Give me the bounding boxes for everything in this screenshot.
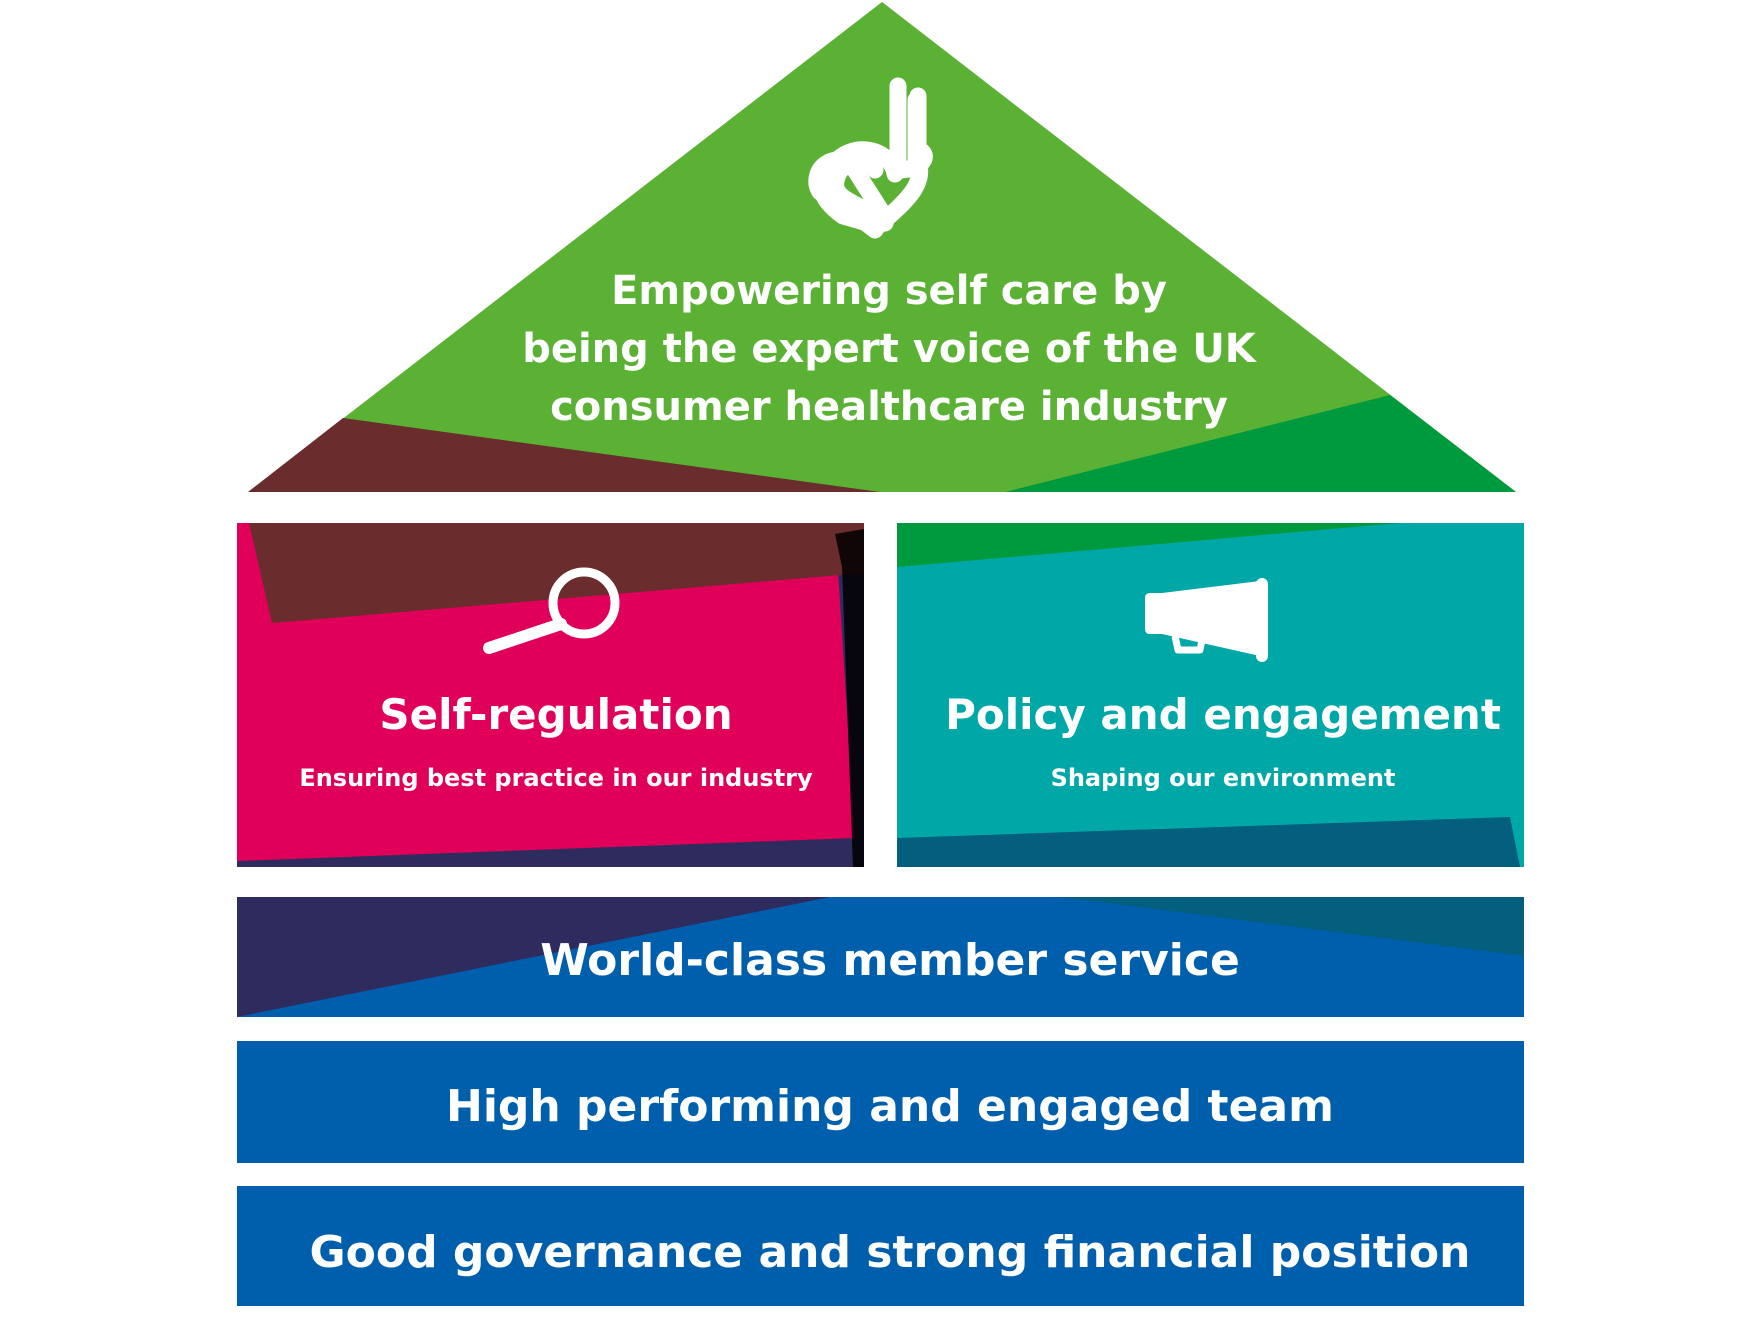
pillar-policy-engagement (897, 523, 1524, 867)
foundation-team: High performing and engaged team (446, 1081, 1334, 1132)
pillar-subtitle-self-regulation: Ensuring best practice in our industry (299, 764, 813, 792)
pillar-right-green-facet (897, 523, 1400, 567)
roof-line-1: Empowering self care by (611, 268, 1167, 314)
magnifying-glass-icon (483, 567, 620, 654)
foundation-governance: Good governance and strong financial pos… (309, 1227, 1471, 1278)
roof-line-3: consumer healthcare industry (550, 384, 1228, 430)
pillar-title-self-regulation: Self-regulation (379, 690, 733, 739)
roof-triangle (248, 2, 1516, 492)
roof-maroon-facet (248, 418, 880, 492)
pillar-right-base (897, 523, 1524, 867)
foundation-band-1 (237, 897, 1524, 1017)
roof (248, 2, 1516, 492)
foundation-band-3 (237, 1186, 1524, 1306)
roof-line-2: being the expert voice of the UK (522, 326, 1256, 372)
pillar-title-policy-engagement: Policy and engagement (945, 690, 1501, 739)
pillar-self-regulation (237, 523, 864, 867)
pillar-left-dark-facet (835, 529, 864, 867)
pillar-subtitle-policy-engagement: Shaping our environment (1050, 764, 1396, 792)
roof-dark-green-facet (1005, 395, 1516, 492)
foundation-band-2 (237, 1041, 1524, 1163)
foundation-member-service: World-class member service (540, 935, 1240, 986)
pillar-left-maroon-facet (249, 523, 864, 623)
pillar-right-petrol-facet (897, 817, 1520, 867)
megaphone-icon (1145, 578, 1268, 662)
heart-ok-hand-icon (808, 77, 933, 239)
roof-statement: Empowering self care by being the expert… (389, 262, 1389, 436)
